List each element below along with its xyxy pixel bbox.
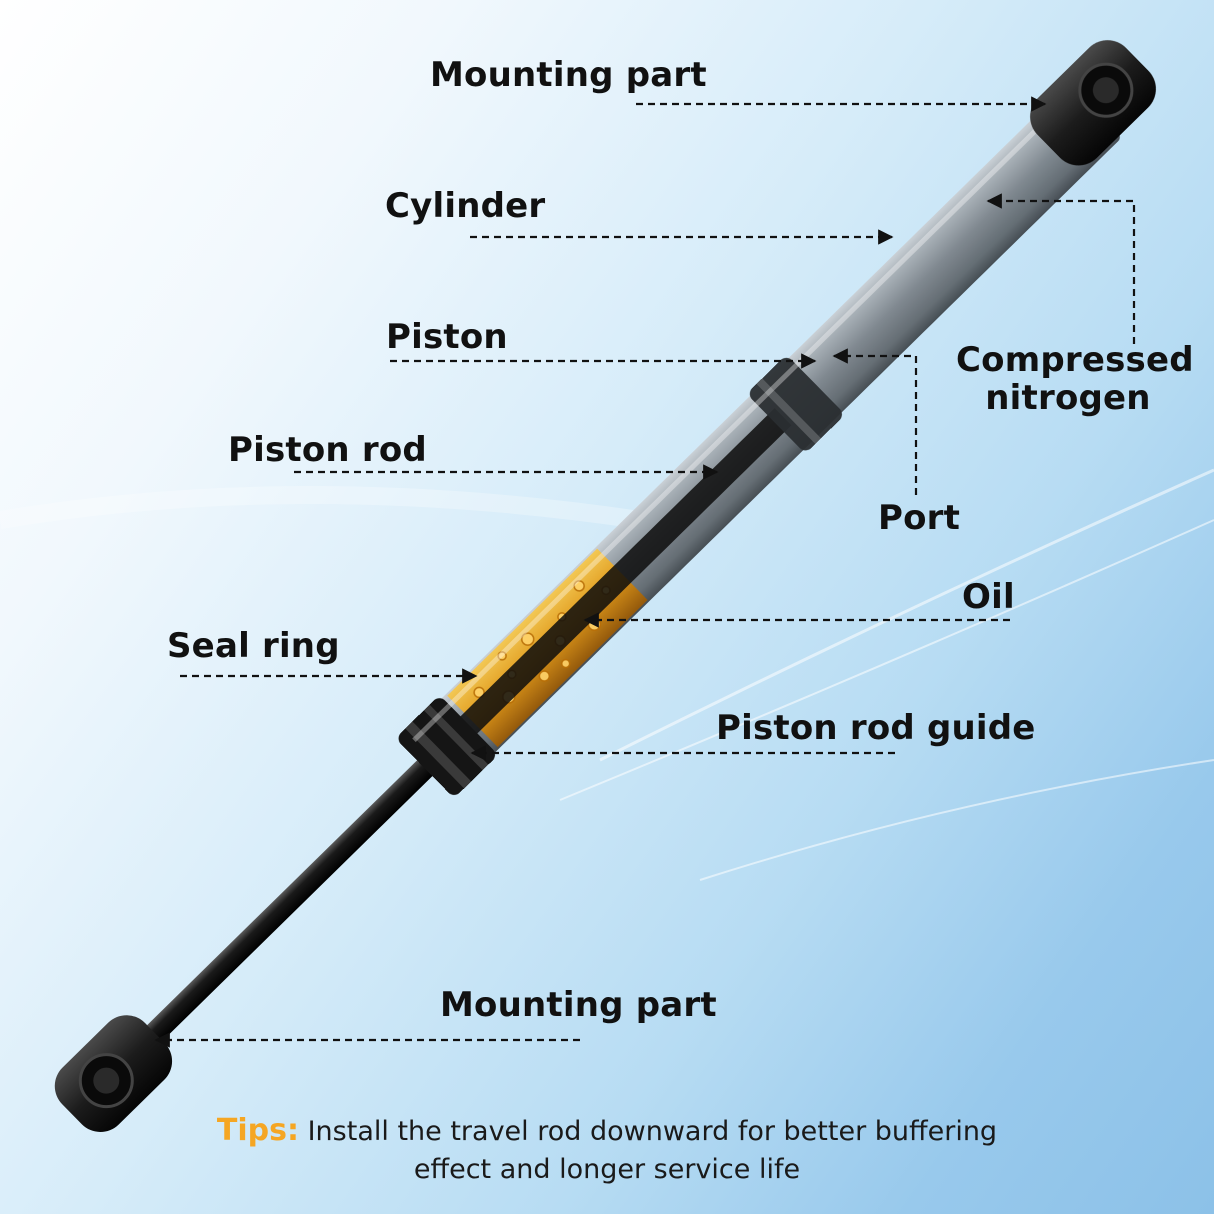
label-cylinder: Cylinder xyxy=(385,186,546,226)
tips-text: Tips: Install the travel rod downward fo… xyxy=(150,1112,1064,1189)
piston-rod-inner xyxy=(431,408,792,762)
mount-top xyxy=(1030,40,1156,166)
label-compressed: Compressed xyxy=(956,340,1194,380)
mount-bottom xyxy=(54,1015,173,1133)
label-mounting-part-bottom: Mounting part xyxy=(440,985,717,1025)
tips-line-2: effect and longer service life xyxy=(413,1154,801,1185)
seal-ring-collar xyxy=(398,698,496,795)
label-piston-rod: Piston rod xyxy=(228,430,427,470)
leader-compressed-nitrogen xyxy=(986,193,1136,344)
tips-line-1: Tips: Install the travel rod downward fo… xyxy=(150,1112,1064,1151)
label-mounting-part-top: Mounting part xyxy=(430,55,707,95)
tips-line-1-text: Install the travel rod downward for bett… xyxy=(307,1116,998,1147)
label-port: Port xyxy=(878,498,961,538)
label-piston: Piston xyxy=(386,317,508,357)
tips-keyword: Tips: xyxy=(216,1113,299,1148)
label-nitrogen: nitrogen xyxy=(985,378,1151,418)
label-oil: Oil xyxy=(962,577,1015,617)
piston-rod-exposed xyxy=(141,739,454,1047)
label-seal-ring: Seal ring xyxy=(167,626,340,666)
leader-port xyxy=(832,348,918,495)
label-compressed-nitrogen: Compressed nitrogen xyxy=(956,340,1194,418)
background-streaks xyxy=(0,468,1214,881)
piston-block xyxy=(749,357,842,451)
label-piston-rod-guide: Piston rod guide xyxy=(716,708,1036,748)
